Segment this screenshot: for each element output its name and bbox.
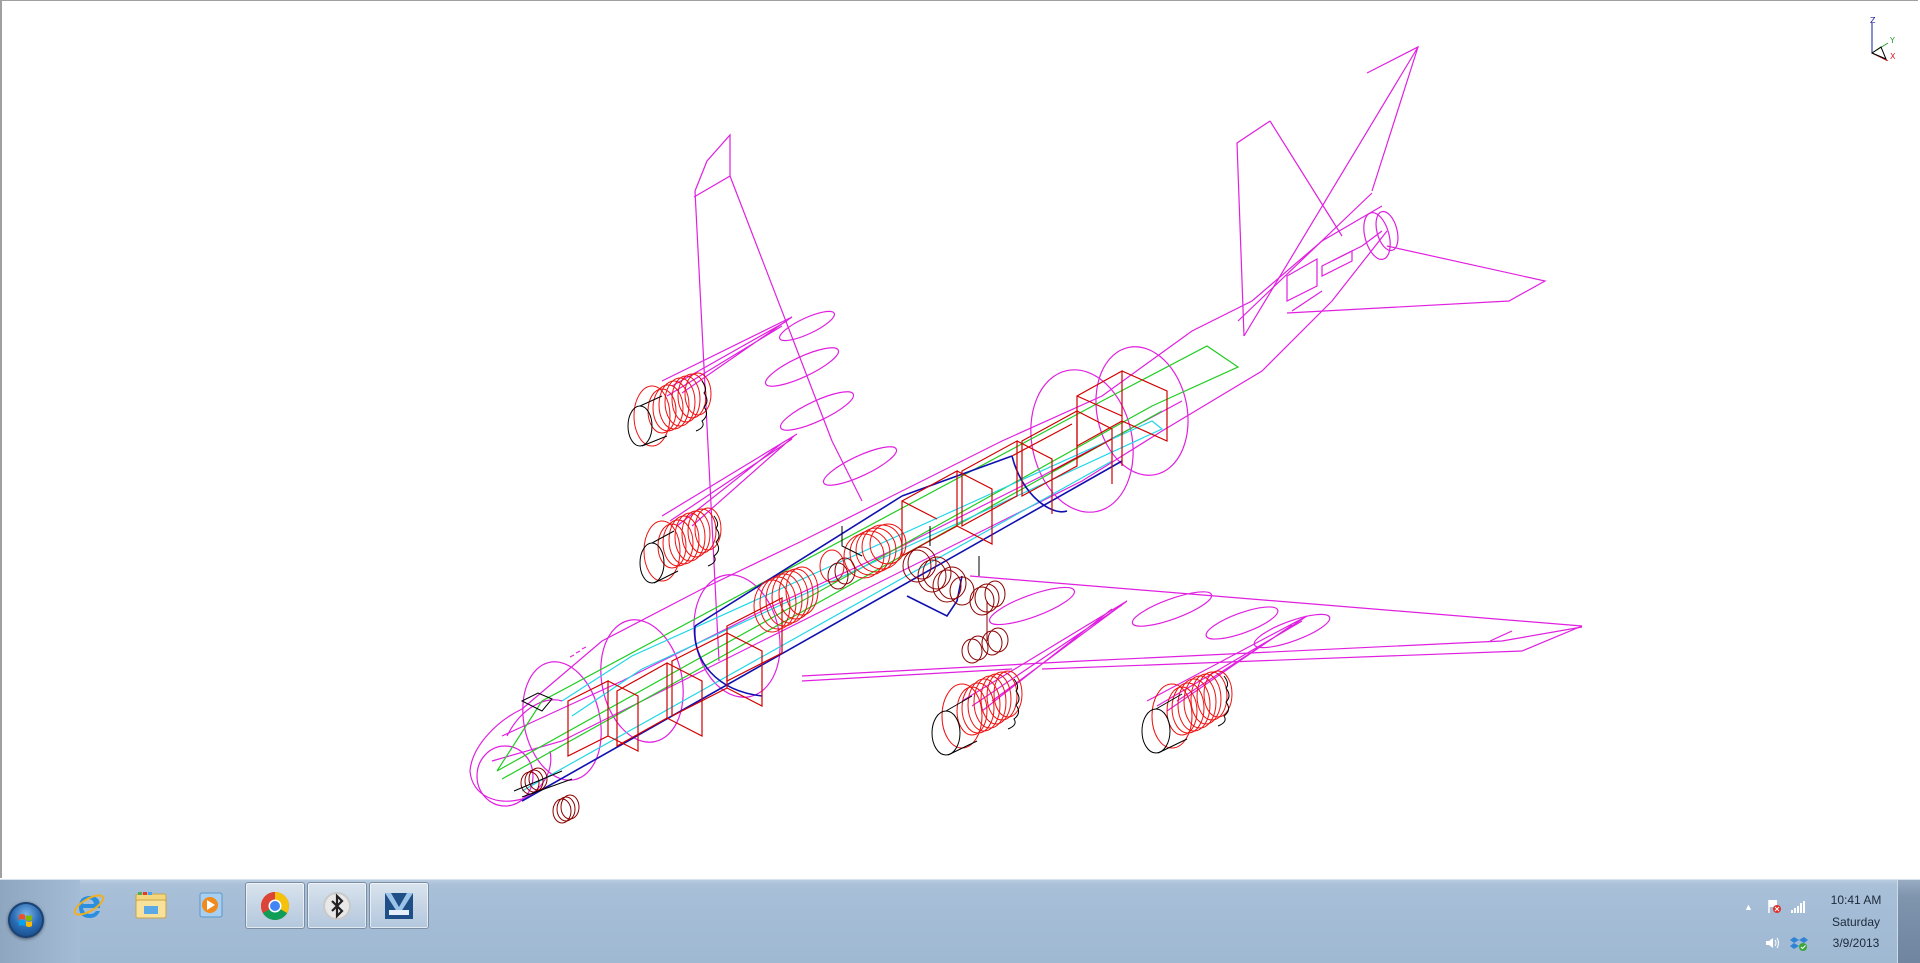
- clock-day: Saturday: [1831, 915, 1881, 929]
- taskbar-media-player[interactable]: [182, 882, 240, 927]
- dropbox-icon[interactable]: [1790, 934, 1808, 952]
- network-signal-icon[interactable]: [1790, 900, 1806, 914]
- engine-4: [1141, 670, 1233, 754]
- airframe-outline: [469, 45, 1583, 807]
- landing-gear: [520, 546, 1009, 824]
- engine-2: [639, 507, 722, 584]
- engine-1: [627, 372, 712, 447]
- taskbar-internet-explorer[interactable]: [60, 882, 118, 927]
- axis-z-label: Z: [1870, 16, 1876, 25]
- taskbar-windows-explorer[interactable]: [122, 882, 180, 927]
- taskbar-cad-application[interactable]: [369, 882, 429, 929]
- windows-logo-icon: [19, 914, 32, 927]
- cad-app-icon: [385, 892, 413, 919]
- volume-icon[interactable]: [1764, 936, 1780, 950]
- clock-date: 3/9/2013: [1832, 936, 1880, 950]
- gear-struts: [513, 526, 980, 798]
- airplane-wireframe-model[interactable]: [2, 1, 1920, 881]
- keel-sections: [521, 455, 1123, 802]
- action-center-flag-icon[interactable]: [1766, 898, 1782, 914]
- chrome-icon: [261, 891, 289, 920]
- engine-3: [931, 670, 1023, 756]
- folder-icon: [135, 891, 167, 918]
- windows-taskbar: ▲ 10:41 AM Saturday 3/9/2013: [0, 879, 1920, 963]
- show-desktop-button[interactable]: [1897, 880, 1920, 963]
- show-hidden-icons-button[interactable]: ▲: [1744, 902, 1753, 912]
- bluetooth-icon: [323, 891, 351, 920]
- start-button[interactable]: [8, 902, 44, 938]
- axis-triad-icon: Z Y X: [1870, 16, 1896, 61]
- axis-x-label: X: [1890, 52, 1896, 61]
- fuel-tank-cylinders: [753, 523, 907, 633]
- cad-viewport[interactable]: Z Y X: [0, 0, 1918, 878]
- clock-time: 10:41 AM: [1830, 893, 1882, 907]
- media-player-icon: [199, 892, 223, 917]
- axis-y-label: Y: [1889, 36, 1895, 45]
- taskbar-google-chrome[interactable]: [245, 882, 305, 929]
- cargo-structure: [567, 369, 1168, 757]
- cabin-floor: [521, 420, 1164, 792]
- ie-icon: [73, 893, 105, 918]
- taskbar-bluetooth[interactable]: [307, 882, 367, 929]
